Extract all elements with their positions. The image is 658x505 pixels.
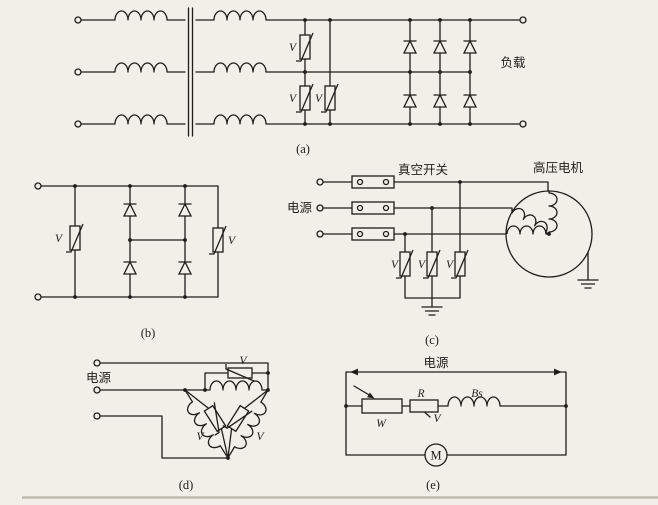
coil-icon [184, 389, 229, 459]
power-source-label: 电源 [287, 201, 313, 215]
coil-icon [506, 225, 547, 235]
varistor-icon [450, 249, 469, 279]
coil-icon [227, 389, 270, 459]
varistor-label: V [256, 431, 265, 443]
varistor-label: V [418, 259, 427, 271]
terminal-icon [74, 120, 82, 128]
varistor-icon [422, 249, 441, 279]
varistor-icon [222, 401, 253, 436]
coil-icon [213, 114, 267, 125]
diode-icon [463, 94, 477, 108]
power-source-label: 电源 [86, 371, 112, 385]
varistor-icon [295, 83, 314, 113]
coil-icon [213, 62, 267, 73]
terminal-icon [34, 293, 42, 301]
motor-circle [424, 443, 448, 467]
terminal-icon [34, 182, 42, 190]
ground-icon [421, 306, 443, 316]
coil-icon [114, 10, 168, 21]
terminal-icon [519, 16, 527, 24]
varistor-label: V [446, 259, 455, 271]
caption-c: (c) [425, 333, 439, 347]
varistor-icon [65, 223, 84, 253]
varistor-label: V [391, 259, 400, 271]
hv-motor-label: 高压电机 [533, 160, 584, 175]
varistor-label: V [239, 355, 248, 367]
diode-icon [403, 94, 417, 108]
vacuum-switch-label: 真空开关 [398, 163, 448, 177]
wires [80, 7, 521, 137]
varistor-label: V [315, 93, 324, 105]
subfigure-b: V V (b) [34, 182, 237, 340]
diode-icon [433, 40, 447, 54]
varistor-label: V [228, 235, 237, 247]
diode-icon [123, 261, 137, 275]
coil-icon [114, 62, 168, 73]
power-source-label: 电源 [423, 356, 449, 370]
subfigure-c: 电源 真空开关 高压电机 V V V (c) [287, 160, 599, 347]
coil-icon [548, 192, 558, 233]
wires [322, 181, 589, 308]
varistor-label: V [55, 233, 64, 245]
terminal-icon [74, 68, 82, 76]
load-label: 负载 [500, 56, 526, 70]
wires [345, 371, 567, 456]
varistor-label: V [289, 93, 298, 105]
resistor-box [409, 399, 439, 413]
diode-icon [178, 261, 192, 275]
terminal-icon [519, 120, 527, 128]
terminal-icon [93, 386, 101, 394]
diode-icon [463, 40, 477, 54]
varistor-icon [295, 32, 314, 62]
motor-stator [505, 190, 593, 278]
diode-icon [433, 94, 447, 108]
supply-arrow-icon [554, 368, 562, 376]
terminal-icon [316, 178, 324, 186]
wires [99, 362, 269, 459]
terminal-icon [93, 359, 101, 367]
terminal-icon [316, 230, 324, 238]
varistor-icon [208, 225, 227, 255]
diode-icon [178, 203, 192, 217]
rheostat-label: W [376, 418, 387, 430]
varistor-label: V [289, 42, 298, 54]
subfigure-d: 电源 V V V (d) [86, 355, 270, 492]
coil-icon [213, 10, 267, 21]
rheostat-box [361, 398, 403, 414]
winding-label: Bs [471, 388, 483, 400]
vacuum-switch-icon [351, 175, 395, 189]
supply-arrow-icon [350, 368, 358, 376]
varistor-label: V [433, 413, 442, 425]
diode-icon [403, 40, 417, 54]
caption-d: (d) [179, 478, 194, 492]
diode-icon [123, 203, 137, 217]
caption-b: (b) [141, 326, 156, 340]
vacuum-switch-icon [351, 201, 395, 215]
wiper-arrow-icon [367, 392, 375, 399]
subfigure-a: V V V 负载 (a) [74, 7, 527, 156]
varistor-icon [199, 401, 230, 436]
varistor-icon [320, 83, 339, 113]
varistor-label: V [196, 431, 205, 443]
subfigure-e: 电源 W R V Bs M (e) [344, 356, 568, 492]
vacuum-switch-icon [351, 227, 395, 241]
terminal-icon [74, 16, 82, 24]
coil-icon [209, 380, 263, 391]
caption-e: (e) [426, 478, 440, 492]
ground-icon [577, 279, 599, 289]
motor-label: M [430, 449, 441, 463]
coil-icon [114, 114, 168, 125]
terminal-icon [316, 204, 324, 212]
resistor-label: R [416, 388, 424, 400]
varistor-icon [395, 249, 414, 279]
caption-a: (a) [296, 142, 310, 156]
terminal-icon [93, 412, 101, 420]
